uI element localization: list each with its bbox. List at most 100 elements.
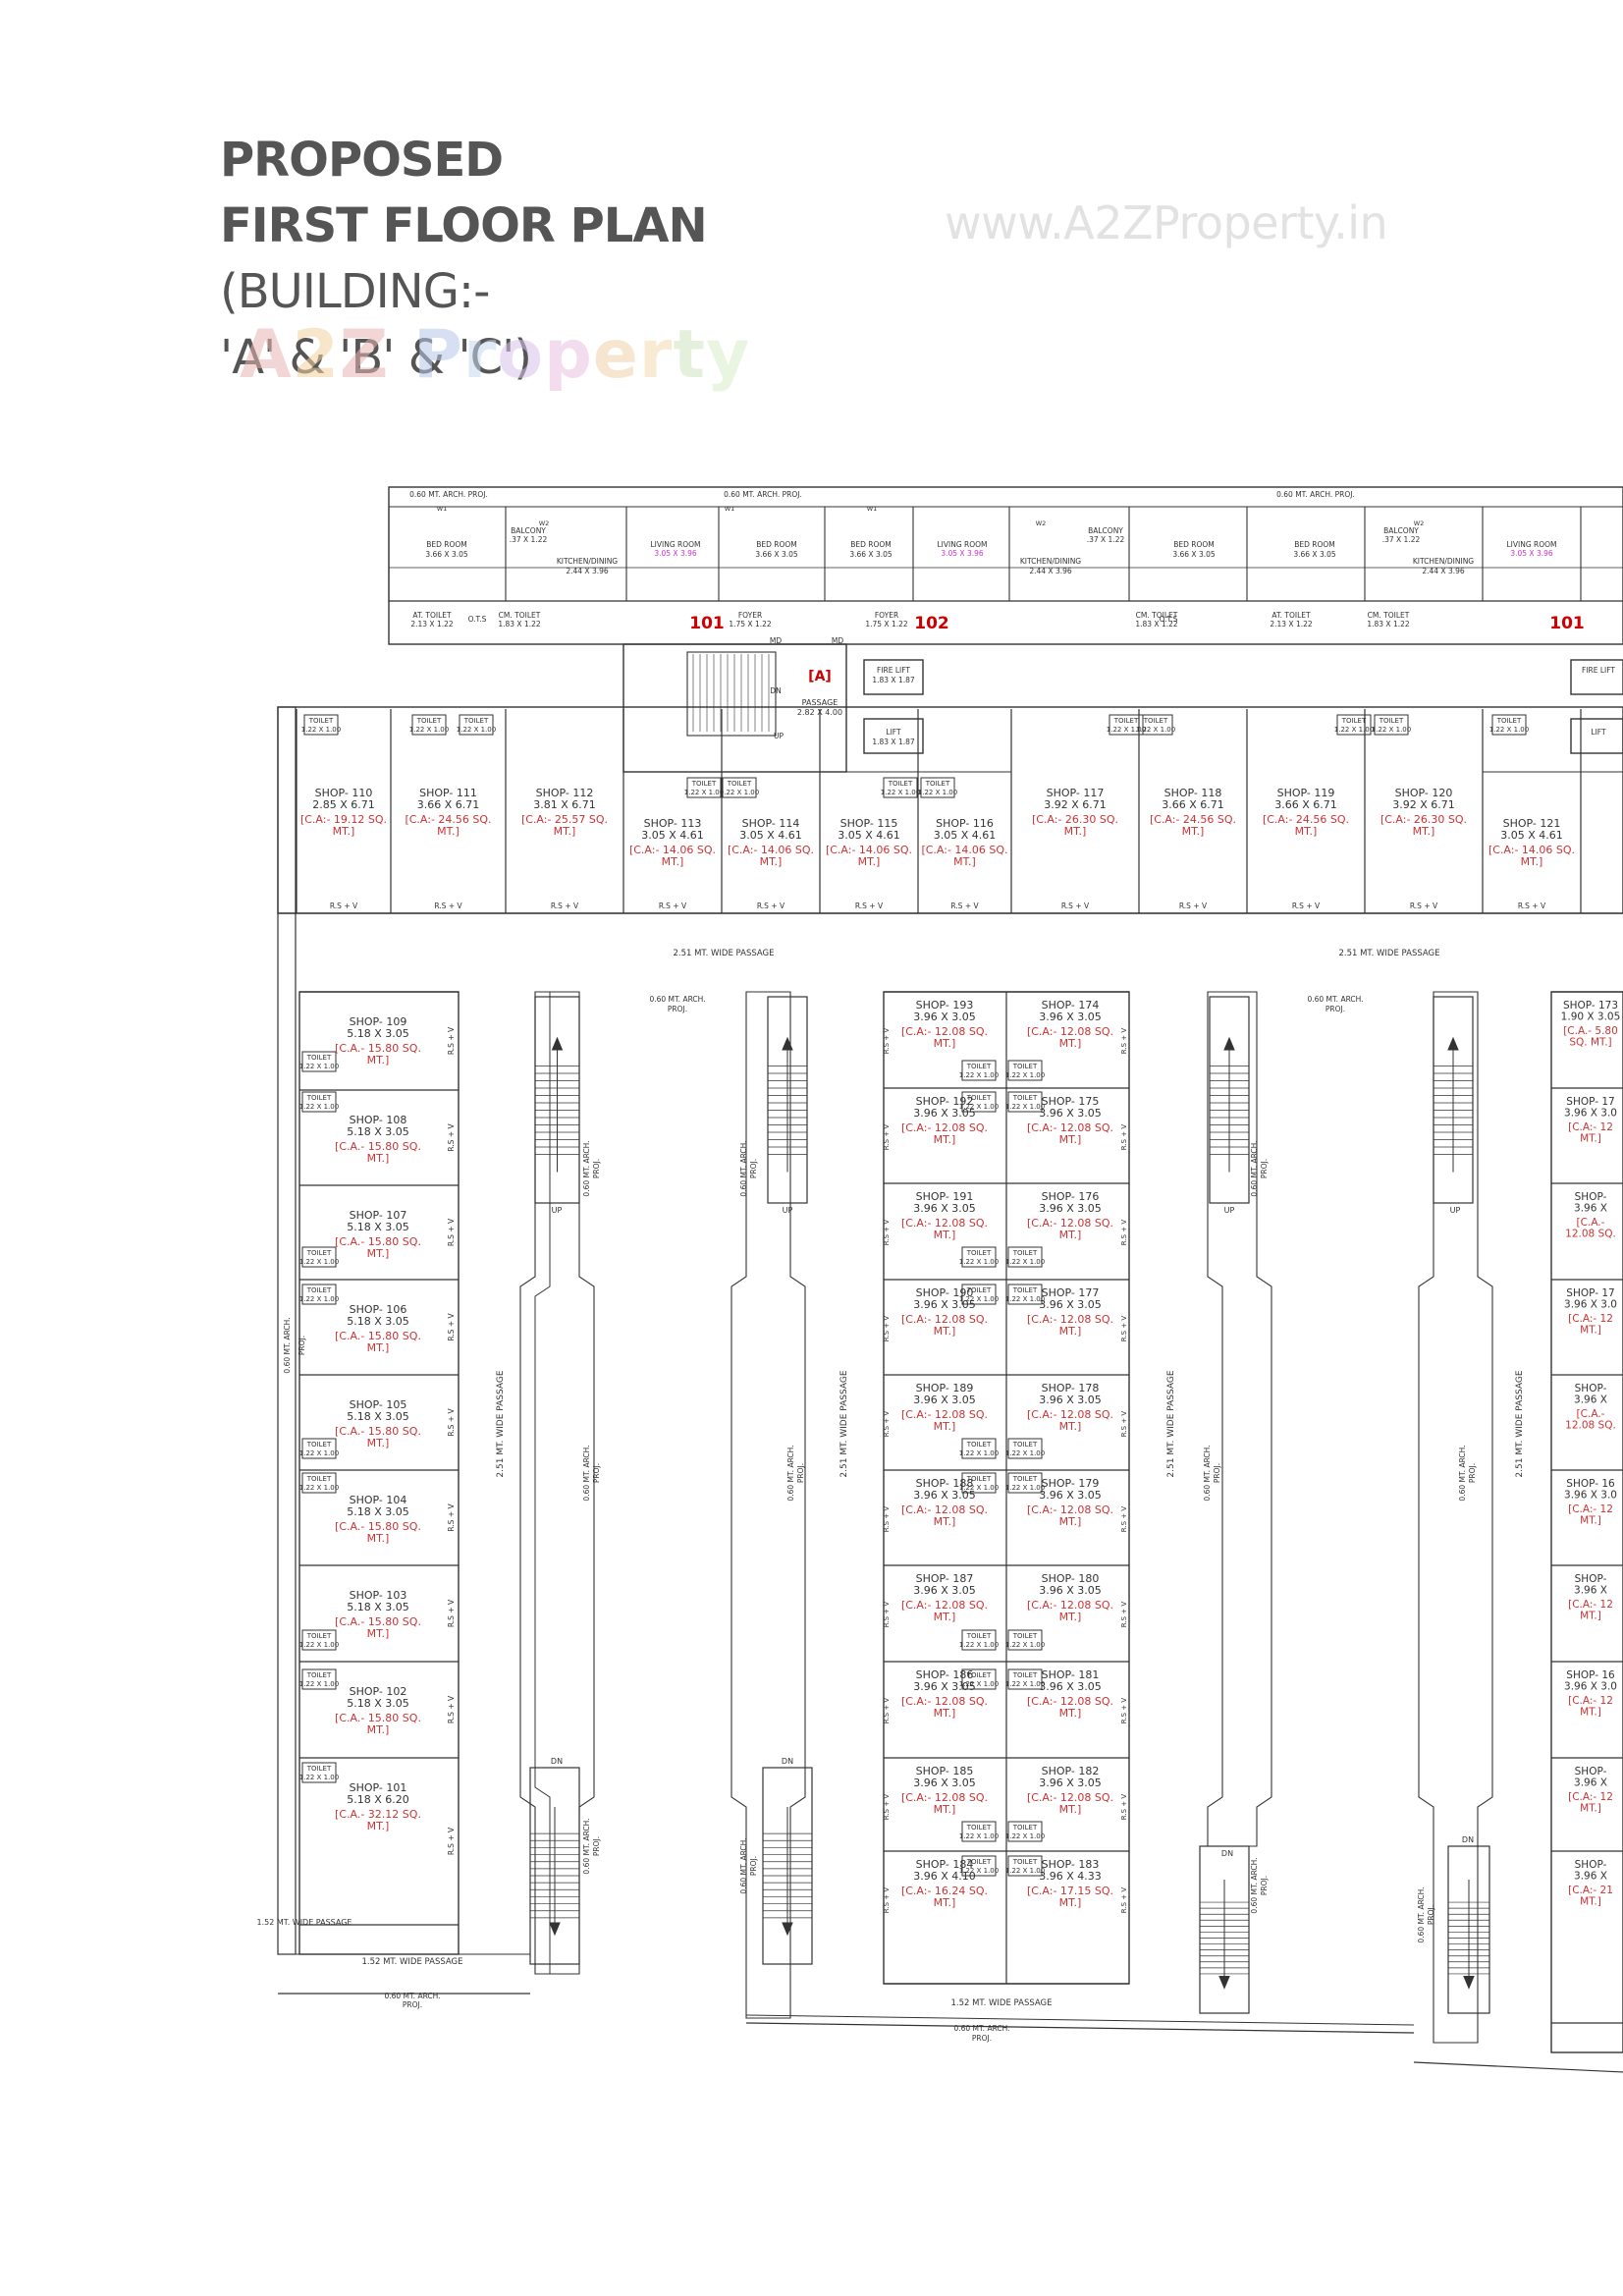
shutter-label: R.S + V: [1120, 1220, 1128, 1246]
shop-carpet-area: [C.A:- 14.06 SQ.: [1488, 844, 1575, 856]
core-staircase: [686, 651, 777, 737]
shop-carpet-area-unit: MT.]: [760, 855, 783, 868]
shop-name: SHOP- 120: [1395, 787, 1453, 799]
shop-name: SHOP-: [1575, 1859, 1607, 1871]
shop-name: SHOP- 110: [315, 787, 373, 799]
toilet-label: TOILET: [966, 1671, 992, 1679]
arch-projection-label: PROJ.: [1260, 1159, 1269, 1178]
common-toilet-dimension: 1.83 X 1.22: [1367, 620, 1410, 629]
shutter-label: R.S + V: [1120, 1602, 1128, 1628]
shop-dimension: 5.18 X 3.05: [347, 1125, 409, 1138]
staircase: [529, 1767, 580, 1965]
toilet-label: TOILET: [727, 780, 752, 788]
toilet-dimension: 1.22 X 1.00: [959, 1641, 999, 1649]
window-tag: W1: [725, 505, 735, 513]
arch-projection-label: PROJ.: [1213, 1463, 1221, 1483]
shutter-label: R.S + V: [883, 1506, 891, 1533]
living-room-dimension: 3.05 X 3.96: [654, 549, 697, 558]
shop-carpet-area-unit: MT.]: [1580, 1896, 1601, 1908]
shop-dimension: 3.05 X 4.61: [934, 829, 997, 842]
shop-carpet-area-unit: MT.]: [367, 1341, 390, 1354]
shop-carpet-area: [C.A:- 12.08 SQ.: [1027, 1217, 1113, 1230]
attached-toilet-dimension: 2.13 X 1.22: [410, 620, 454, 629]
attached-toilet-dimension: 2.13 X 1.22: [1270, 620, 1313, 629]
passage-label: 2.51 MT. WIDE PASSAGE: [1338, 949, 1439, 958]
shop-carpet-area: [C.A.- 15.80 SQ.: [335, 1520, 421, 1533]
room-dimension: 3.66 X 3.05: [1293, 550, 1336, 559]
shop-carpet-area: [C.A:- 12.08 SQ.: [1027, 1121, 1113, 1134]
shutter-label: R.S + V: [447, 1827, 456, 1855]
staircase: [762, 1767, 813, 1965]
shop-carpet-area: [C.A:- 21: [1568, 1885, 1613, 1896]
stair-dn-label: DN: [782, 1757, 793, 1766]
stair-arrow-head: [1218, 1976, 1230, 1990]
toilet-label: TOILET: [1341, 717, 1367, 725]
shop-name: SHOP- 16: [1566, 1669, 1615, 1681]
shutter-label: R.S + V: [1120, 1887, 1128, 1914]
toilet-dimension: 1.22 X 1.00: [299, 1063, 339, 1070]
shop-carpet-area-unit: MT.]: [1059, 1229, 1082, 1241]
kitchen-label: KITCHEN/DINING: [1020, 557, 1081, 566]
toilet-label: TOILET: [888, 780, 913, 788]
shop-carpet-area-unit: MT.]: [1580, 1611, 1601, 1622]
shop-carpet-area-unit: MT.]: [934, 1515, 956, 1528]
toilet-block: [411, 714, 447, 736]
window-tag: W2: [539, 519, 550, 527]
shop-dimension: 3.96 X 3.05: [913, 1298, 976, 1311]
shop-carpet-area: [C.A.- 5.80: [1563, 1025, 1618, 1037]
shutter-label: R.S + V: [1120, 1124, 1128, 1151]
attached-toilet-label: AT. TOILET: [412, 611, 452, 620]
toilet-block: [961, 1091, 997, 1113]
shop-carpet-area-unit: MT.]: [367, 1532, 390, 1545]
toilet-label: TOILET: [966, 1475, 992, 1483]
shop-dimension: 3.96 X: [1574, 1871, 1607, 1883]
foyer-label: FOYER: [738, 611, 762, 620]
shop-carpet-area-unit: MT.]: [1182, 825, 1205, 838]
toilet-label: TOILET: [966, 1441, 992, 1449]
common-toilet-label: CM. TOILET: [499, 611, 541, 620]
shop-dimension: 2.85 X 6.71: [312, 798, 375, 811]
toilet-block: [722, 777, 757, 798]
shop-dimension: 3.96 X 3.05: [1039, 1298, 1102, 1311]
stair-up-label: UP: [774, 732, 784, 740]
lift-label: LIFT: [886, 728, 901, 737]
shop-carpet-area: [C.A:- 12.08 SQ.: [1027, 1695, 1113, 1708]
shop-dimension: 5.18 X 3.05: [347, 1505, 409, 1518]
shop-carpet-area-unit: MT.]: [367, 1054, 390, 1066]
shutter-label: R.S + V: [883, 1316, 891, 1342]
shop-carpet-area-unit: MT.]: [1059, 1420, 1082, 1433]
shop-carpet-area: [C.A:- 12.08 SQ.: [1027, 1313, 1113, 1326]
toilet-label: TOILET: [306, 1632, 332, 1640]
shop-dimension: 1.90 X 3.05: [1561, 1011, 1621, 1023]
staircase: [1433, 996, 1474, 1204]
balcony-label: BALCONY: [1383, 526, 1419, 535]
shop-carpet-area: [C.A:- 12: [1568, 1599, 1613, 1611]
shop-carpet-area-unit: MT.]: [367, 1723, 390, 1736]
toilet-label: TOILET: [308, 717, 334, 725]
flat-number: 101: [1549, 614, 1585, 633]
shop-name: SHOP- 174: [1042, 999, 1100, 1011]
shop-name: SHOP- 108: [350, 1114, 407, 1126]
stair-arrow-head: [551, 1036, 564, 1051]
shutter-label: R.S + V: [659, 902, 687, 910]
shop-dimension: 3.96 X 3.05: [913, 1202, 976, 1215]
arch-projection-label: 0.60 MT. ARCH. PROJ.: [1276, 490, 1355, 499]
shutter-label: R.S + V: [447, 1312, 456, 1340]
window-tag: W2: [1414, 519, 1425, 527]
arch-projection-label: PROJ.: [668, 1005, 687, 1013]
shutter-label: R.S + V: [1518, 902, 1546, 910]
shop-name: SHOP- 112: [536, 787, 594, 799]
toilet-label: TOILET: [306, 1054, 332, 1062]
living-room-label: LIVING ROOM: [650, 540, 700, 549]
core-passage-label: PASSAGE: [802, 698, 839, 707]
toilet-block: [1336, 714, 1372, 736]
shop-name: SHOP- 103: [350, 1589, 407, 1602]
toilet-label: TOILET: [691, 780, 717, 788]
toilet-block: [1138, 714, 1173, 736]
toilet-block: [301, 1246, 337, 1268]
toilet-dimension: 1.22 X 1.00: [720, 789, 759, 796]
shop-carpet-area: [C.A:- 14.06 SQ.: [629, 844, 716, 856]
toilet-label: TOILET: [966, 1286, 992, 1294]
toilet-block: [1007, 1091, 1043, 1113]
shop-name: SHOP-: [1575, 1766, 1607, 1777]
